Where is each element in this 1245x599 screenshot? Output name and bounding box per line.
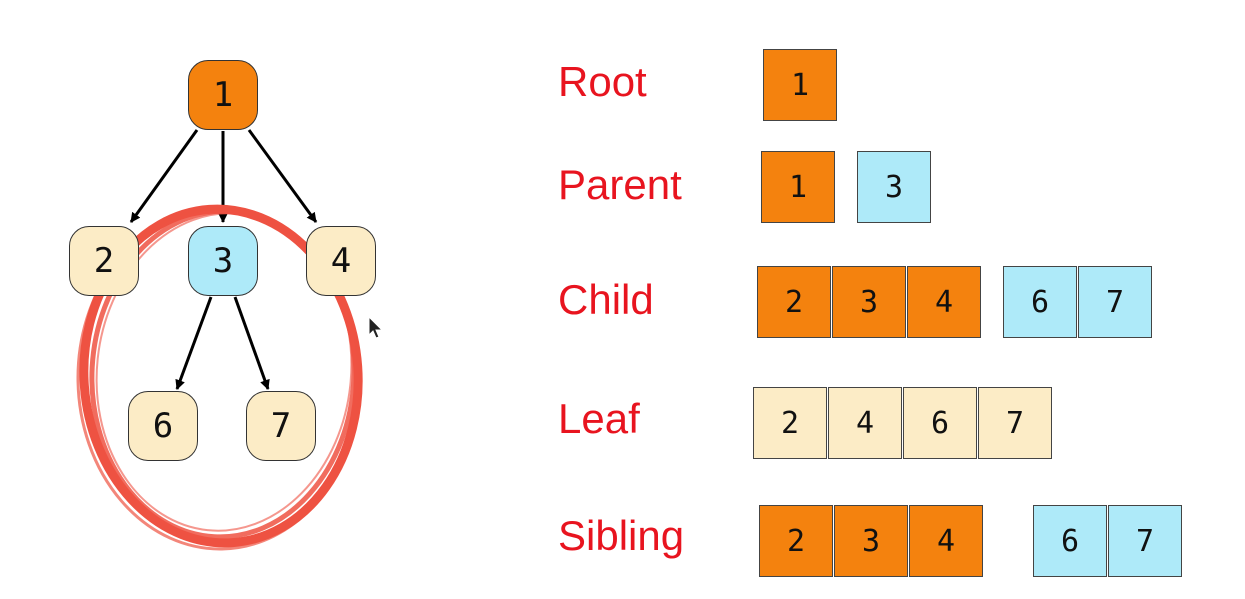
term-child-label: Child [558, 276, 654, 323]
tree-node-6: 6 [128, 391, 198, 461]
term-root-label: Root [558, 58, 647, 105]
leaf-box-2: 2 [753, 387, 827, 459]
sibling-box-3: 3 [834, 505, 908, 577]
leaf-box-7: 7 [978, 387, 1052, 459]
term-parent-label: Parent [558, 161, 682, 208]
edge-3-7 [233, 296, 270, 390]
edge-3-6 [175, 296, 213, 390]
child-box-7: 7 [1078, 266, 1152, 338]
term-leaf-label: Leaf [558, 395, 640, 442]
leaf-box-6: 6 [903, 387, 977, 459]
parent-box-1: 1 [761, 151, 835, 223]
tree-node-2: 2 [69, 226, 139, 296]
child-box-2: 2 [757, 266, 831, 338]
child-box-4: 4 [907, 266, 981, 338]
mouse-pointer-icon [368, 316, 384, 339]
tree-node-4: 4 [306, 226, 376, 296]
sibling-box-2: 2 [759, 505, 833, 577]
child-box-3: 3 [832, 266, 906, 338]
tree-diagram [76, 129, 363, 551]
edge-1-4 [247, 129, 318, 223]
tree-node-7: 7 [246, 391, 316, 461]
sibling-box-6: 6 [1033, 505, 1107, 577]
sibling-box-4: 4 [909, 505, 983, 577]
parent-box-3: 3 [857, 151, 931, 223]
sibling-box-7: 7 [1108, 505, 1182, 577]
tree-node-1: 1 [188, 60, 258, 130]
tree-node-3: 3 [188, 226, 258, 296]
child-box-6: 6 [1003, 266, 1077, 338]
highlight-circle [76, 204, 363, 551]
edge-1-2 [129, 129, 199, 223]
term-sibling-label: Sibling [558, 512, 685, 559]
leaf-box-4: 4 [828, 387, 902, 459]
root-box-1: 1 [763, 49, 837, 121]
